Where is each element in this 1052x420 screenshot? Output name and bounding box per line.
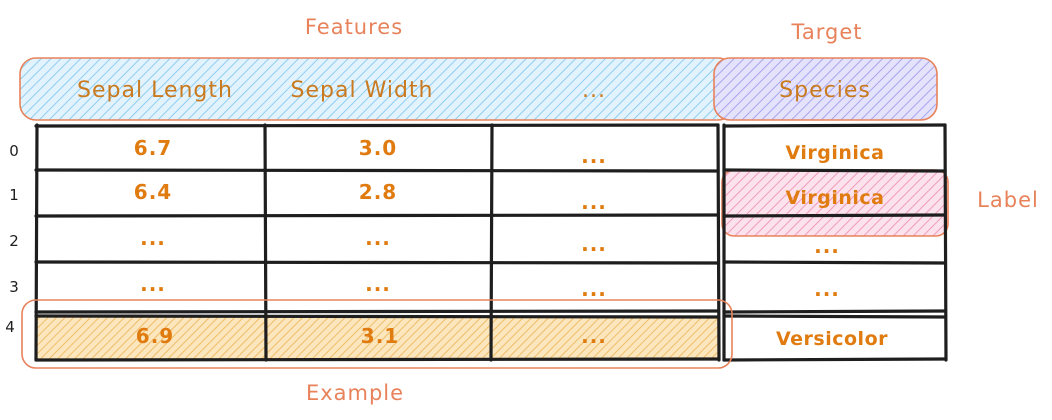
target-annotation: Target (791, 20, 863, 44)
table-cell: 2.8 (359, 180, 397, 204)
target-highlight (713, 57, 938, 121)
table-cell: 6.9 (136, 324, 174, 348)
example-row-fill (36, 316, 718, 360)
header-sepal-length: Sepal Length (77, 78, 233, 103)
row-index: 0 (9, 142, 19, 160)
table-cell: ... (581, 232, 607, 256)
example-highlight (21, 299, 733, 369)
example-annotation: Example (306, 381, 404, 405)
label-annotation: Label (977, 188, 1039, 212)
features-annotation: Features (305, 15, 403, 39)
table-cell: Versicolor (776, 328, 888, 350)
row-index: 2 (9, 232, 19, 250)
table-cell: 3.0 (359, 136, 397, 160)
table-cell: ... (581, 190, 607, 214)
table-cell: ... (365, 272, 391, 296)
table-cell: Virginica (786, 142, 885, 164)
table-cell: 6.7 (134, 136, 172, 160)
table-cell: ... (581, 277, 607, 301)
table-cell: ... (140, 226, 166, 250)
table-cell: ... (814, 234, 840, 258)
row-index: 3 (9, 278, 19, 296)
table-cell: ... (581, 324, 607, 348)
table-cell: Virginica (786, 187, 885, 209)
table-cell: ... (814, 277, 840, 301)
table-cell: ... (140, 272, 166, 296)
row-index: 4 (5, 318, 15, 336)
header-species: Species (779, 78, 871, 103)
data-table-grid (34, 123, 948, 362)
table-cell: 6.4 (134, 180, 172, 204)
table-cell: ... (365, 226, 391, 250)
row-index: 1 (9, 186, 19, 204)
table-cell: 3.1 (361, 324, 399, 348)
header-ellipsis: ... (582, 78, 606, 103)
header-sepal-width: Sepal Width (291, 78, 434, 103)
table-cell: ... (581, 144, 607, 168)
